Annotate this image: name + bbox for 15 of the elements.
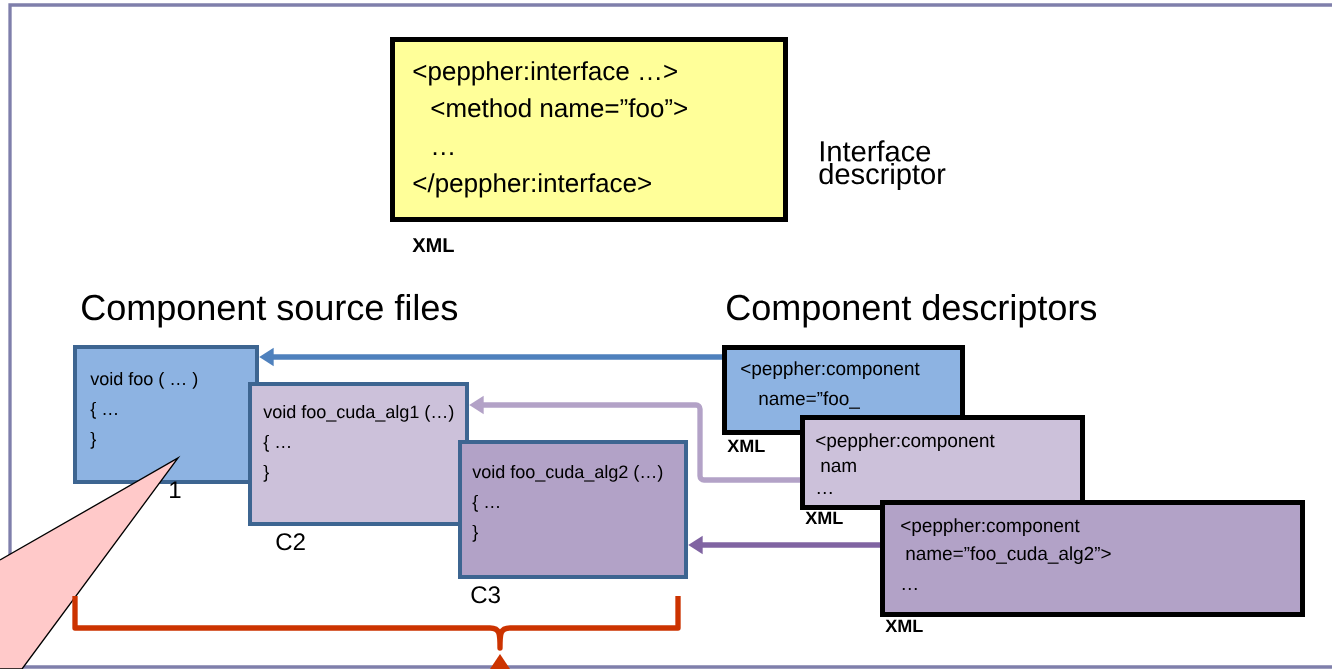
code-box: void foo_cuda_alg1 (…) { … } — [248, 382, 469, 526]
section-heading: Component descriptors — [727, 293, 1097, 328]
section-heading: Component source files — [82, 293, 458, 328]
code-box: void foo_cuda_alg2 (…) { … } — [458, 440, 688, 579]
code-box: <peppher:component name=”foo_cuda_alg2”> … — [880, 500, 1305, 617]
component-label: C2 — [276, 533, 305, 551]
format-label: XML — [885, 619, 923, 632]
format-label: XML — [805, 511, 843, 524]
format-label: XML — [727, 439, 765, 452]
descriptor-label: Interface descriptor — [819, 140, 946, 190]
code-box: <peppher:interface …> <method name=”foo”> … </peppher:interface> — [390, 37, 788, 222]
component-label: C3 — [471, 586, 500, 604]
code-box: <peppher:component nam … — [800, 415, 1085, 510]
format-label: XML — [412, 238, 454, 252]
component-label: 1 — [170, 481, 181, 498]
